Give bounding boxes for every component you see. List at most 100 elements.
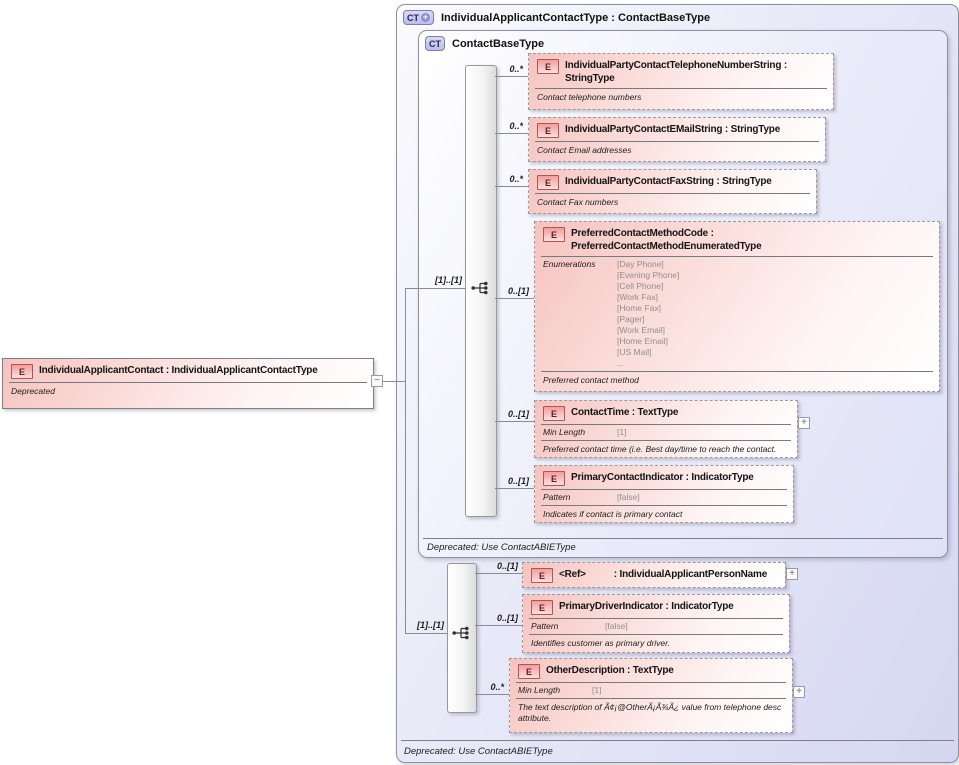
- element-icon: E: [11, 364, 33, 379]
- complex-type-header: CT+ IndividualApplicantContactType : Con…: [403, 10, 710, 25]
- connector-line: [405, 288, 406, 634]
- divider: [541, 505, 787, 506]
- element-other-description[interactable]: E OtherDescription : TextType Min Length…: [509, 658, 793, 733]
- element-ref-individual-applicant-person-name[interactable]: E <Ref> : IndividualApplicantPersonName: [522, 562, 786, 588]
- cardinality: 0..[1]: [507, 286, 529, 296]
- expand-handle[interactable]: +: [798, 417, 810, 429]
- cardinality: 0..[1]: [507, 409, 529, 419]
- inner-deprecated-note: Deprecated: Use ContactABIEType: [427, 542, 576, 553]
- divider: [529, 634, 783, 635]
- enumeration-value: [Evening Phone]: [617, 270, 680, 280]
- base-type-title: ContactBaseType: [452, 37, 545, 50]
- sequence-cardinality: [1]..[1]: [435, 275, 462, 285]
- element-annotation: Preferred contact method: [543, 375, 639, 385]
- pattern-facet: Pattern [false]: [535, 491, 793, 504]
- element-icon: E: [543, 471, 565, 486]
- outer-footer-divider: [401, 740, 954, 741]
- facet-label: Enumerations: [543, 259, 596, 269]
- enumeration-value: [Pager]: [617, 314, 645, 324]
- enumeration-value: [Day Phone]: [617, 259, 664, 269]
- element-icon: E: [537, 59, 559, 74]
- divider: [535, 88, 827, 89]
- connector-line: [475, 625, 522, 626]
- base-type-header: CT ContactBaseType: [425, 36, 544, 51]
- element-individual-party-contact-email-string[interactable]: E IndividualPartyContactEMailString : St…: [528, 117, 826, 162]
- deprecated-note: Deprecated: [11, 386, 55, 396]
- element-icon: E: [537, 123, 559, 138]
- element-individual-party-contact-telephone-number-string[interactable]: E IndividualPartyContactTelephoneNumberS…: [528, 53, 834, 110]
- enumeration-value: [US Mail]: [617, 347, 652, 357]
- connector-line: [405, 633, 447, 634]
- ct-glyph: CT: [429, 38, 441, 49]
- element-icon: E: [543, 406, 565, 421]
- enumeration-value: [Home Email]: [617, 336, 669, 346]
- divider: [535, 141, 819, 142]
- facet-value: [false]: [617, 492, 640, 502]
- expand-handle[interactable]: +: [786, 568, 798, 580]
- element-individual-party-contact-fax-string[interactable]: E IndividualPartyContactFaxString : Stri…: [528, 169, 817, 214]
- element-ref-type: : IndividualApplicantPersonName: [613, 569, 768, 580]
- expand-handle[interactable]: +: [793, 686, 805, 698]
- enumeration-value: [Cell Phone]: [617, 281, 664, 291]
- element-icon: E: [543, 227, 565, 242]
- element-title: PrimaryContactIndicator : IndicatorType: [571, 472, 754, 483]
- divider: [9, 382, 367, 383]
- sequence-icon: [452, 626, 469, 640]
- element-title: IndividualApplicantContact : IndividualA…: [39, 365, 318, 376]
- divider: [541, 424, 791, 425]
- element-primary-driver-indicator[interactable]: E PrimaryDriverIndicator : IndicatorType…: [522, 594, 790, 653]
- connector-line: [495, 298, 534, 299]
- facet-value: [false]: [605, 621, 628, 631]
- pattern-facet: Pattern [false]: [523, 620, 789, 633]
- element-individual-applicant-contact[interactable]: E IndividualApplicantContact : Individua…: [2, 358, 374, 409]
- element-annotation: The text description of Ã¢¡@OtherÃ¡Ã¾Ã¿ …: [518, 702, 782, 723]
- element-title: IndividualPartyContactEMailString : Stri…: [565, 124, 781, 135]
- connector-line: [475, 694, 509, 695]
- element-primary-contact-indicator[interactable]: E PrimaryContactIndicator : IndicatorTyp…: [534, 465, 794, 523]
- facet-value: [1]: [617, 427, 627, 437]
- divider: [541, 440, 791, 441]
- enumeration-value: [Work Fax]: [617, 292, 658, 302]
- element-annotation: Preferred contact time (i.e. Best day/ti…: [543, 444, 777, 454]
- facet-label: Pattern: [543, 492, 571, 502]
- complex-type-title: IndividualApplicantContactType : Contact…: [441, 11, 711, 24]
- outer-deprecated-note: Deprecated: Use ContactABIEType: [404, 746, 553, 757]
- divider: [541, 371, 933, 372]
- collapse-handle[interactable]: −: [371, 375, 383, 387]
- element-contact-time[interactable]: E ContactTime : TextType Min Length [1] …: [534, 400, 798, 458]
- element-ref-name: <Ref>: [559, 569, 586, 580]
- connector-line: [405, 288, 465, 289]
- element-title: OtherDescription : TextType: [546, 665, 674, 676]
- cardinality: 0..[1]: [496, 561, 518, 571]
- connector-line: [495, 488, 534, 489]
- divider: [516, 698, 786, 699]
- element-icon: E: [531, 600, 553, 615]
- facet-value: [1]: [592, 685, 602, 695]
- connector-line: [495, 186, 528, 187]
- complex-type-derived-icon: CT+: [403, 10, 434, 25]
- connector-line: [495, 76, 528, 77]
- element-annotation: Identifies customer as primary driver.: [531, 638, 671, 648]
- sequence-compositor[interactable]: [465, 65, 497, 517]
- element-annotation: Indicates if contact is primary contact: [543, 509, 683, 519]
- cardinality: 0..*: [509, 174, 523, 184]
- ct-glyph: CT: [407, 12, 419, 23]
- cardinality: 0..[1]: [507, 476, 529, 486]
- facet-label: Min Length: [518, 685, 561, 695]
- min-length-facet: Min Length [1]: [535, 426, 797, 439]
- element-annotation: Contact telephone numbers: [537, 92, 642, 102]
- element-title: IndividualPartyContactTelephoneNumberStr…: [565, 60, 787, 84]
- connector-line: [495, 421, 534, 422]
- element-preferred-contact-method-code[interactable]: E PreferredContactMethodCode : Preferred…: [534, 221, 940, 392]
- cardinality: 0..*: [490, 682, 504, 692]
- divider: [541, 256, 933, 257]
- element-icon: E: [518, 664, 540, 679]
- inner-footer-divider: [423, 538, 943, 539]
- element-annotation: Contact Email addresses: [537, 145, 632, 155]
- enumeration-values: [Day Phone] [Evening Phone] [Cell Phone]…: [617, 259, 679, 369]
- element-title: PreferredContactMethodCode : PreferredCo…: [571, 228, 762, 252]
- element-title: IndividualPartyContactFaxString : String…: [565, 176, 772, 187]
- facet-label: Pattern: [531, 621, 559, 631]
- enumeration-value: ...: [617, 358, 625, 368]
